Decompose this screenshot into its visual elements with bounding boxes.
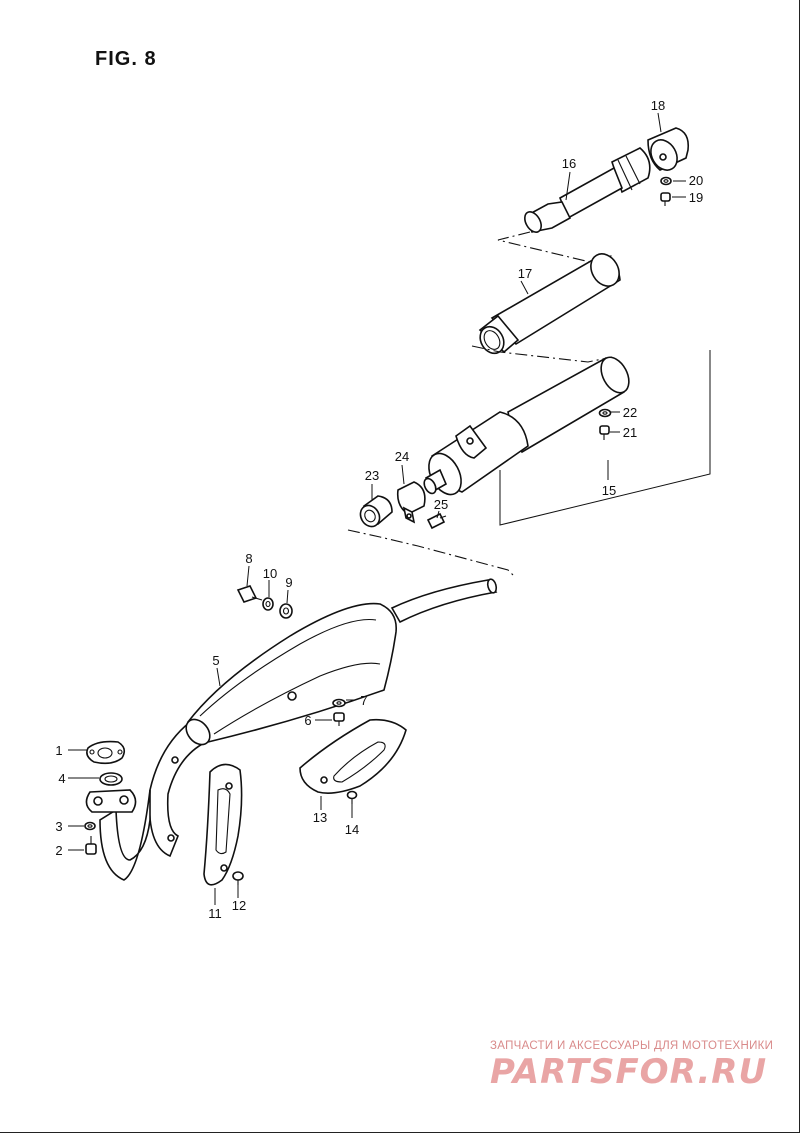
- part-5-exhaust-pipe: [85, 578, 498, 881]
- part-12-screw: [232, 871, 244, 885]
- part-8-bolt: [236, 585, 263, 603]
- callout-12: 12: [232, 898, 246, 913]
- watermark-tagline: ЗАПЧАСТИ И АКСЕССУАРЫ ДЛЯ МОТОТЕХНИКИ: [490, 1040, 774, 1052]
- part-17-silencer-tube: [478, 253, 621, 355]
- part-24-clamp: [396, 481, 426, 524]
- callout-15: 15: [602, 483, 616, 498]
- callout-13: 13: [313, 810, 327, 825]
- callout-18: 18: [651, 98, 665, 113]
- watermark-logo: PARTSFOR.RU: [490, 1052, 768, 1092]
- figure-title: FIG. 8: [95, 48, 157, 70]
- callout-3: 3: [55, 819, 62, 834]
- callout-5: 5: [212, 653, 219, 668]
- callout-8: 8: [245, 551, 252, 566]
- part-11-front-heat-shield: [203, 763, 243, 886]
- callout-10: 10: [263, 566, 277, 581]
- part-21-bolt: [599, 425, 610, 440]
- part-6-bolt: [333, 712, 345, 726]
- callout-2: 2: [55, 843, 62, 858]
- callout-7: 7: [360, 693, 367, 708]
- callout-14: 14: [345, 822, 359, 837]
- callout-21: 21: [623, 425, 637, 440]
- callout-6: 6: [304, 713, 311, 728]
- callout-24: 24: [395, 449, 409, 464]
- callout-23: 23: [365, 468, 379, 483]
- callout-9: 9: [285, 575, 292, 590]
- part-19-bolt: [660, 192, 671, 206]
- part-25-bolt: [426, 512, 447, 530]
- callout-4: 4: [58, 771, 65, 786]
- callout-17: 17: [518, 266, 532, 281]
- part-13-rear-heat-shield: [299, 718, 407, 794]
- part-10-lock-washer: [262, 597, 274, 611]
- part-15-muffler: [423, 356, 630, 496]
- callout-25: 25: [434, 497, 448, 512]
- part-20-washer: [660, 176, 672, 186]
- callout-19: 19: [689, 190, 703, 205]
- part-18-end-cap: [647, 127, 690, 171]
- part-1-gasket: [86, 740, 126, 765]
- part-9-washer: [279, 603, 293, 619]
- callout-20: 20: [689, 173, 703, 188]
- callout-22: 22: [623, 405, 637, 420]
- callout-1: 1: [55, 743, 62, 758]
- part-22-washer: [598, 408, 612, 418]
- part-14-screw: [346, 790, 358, 804]
- callout-11: 11: [208, 906, 222, 921]
- part-23-sleeve: [359, 495, 393, 528]
- part-4-ring: [99, 772, 123, 786]
- part-3-washer: [84, 821, 96, 831]
- leader-lines: [68, 112, 686, 905]
- part-7-washer: [332, 698, 346, 708]
- callout-labels: 1 2 3 4 5 6 7 8 9 10 11 12 13 14 15 16 1…: [55, 98, 703, 921]
- part-16-tail-pipe: [524, 147, 651, 233]
- callout-16: 16: [562, 156, 576, 171]
- part-2-bolt: [85, 836, 97, 855]
